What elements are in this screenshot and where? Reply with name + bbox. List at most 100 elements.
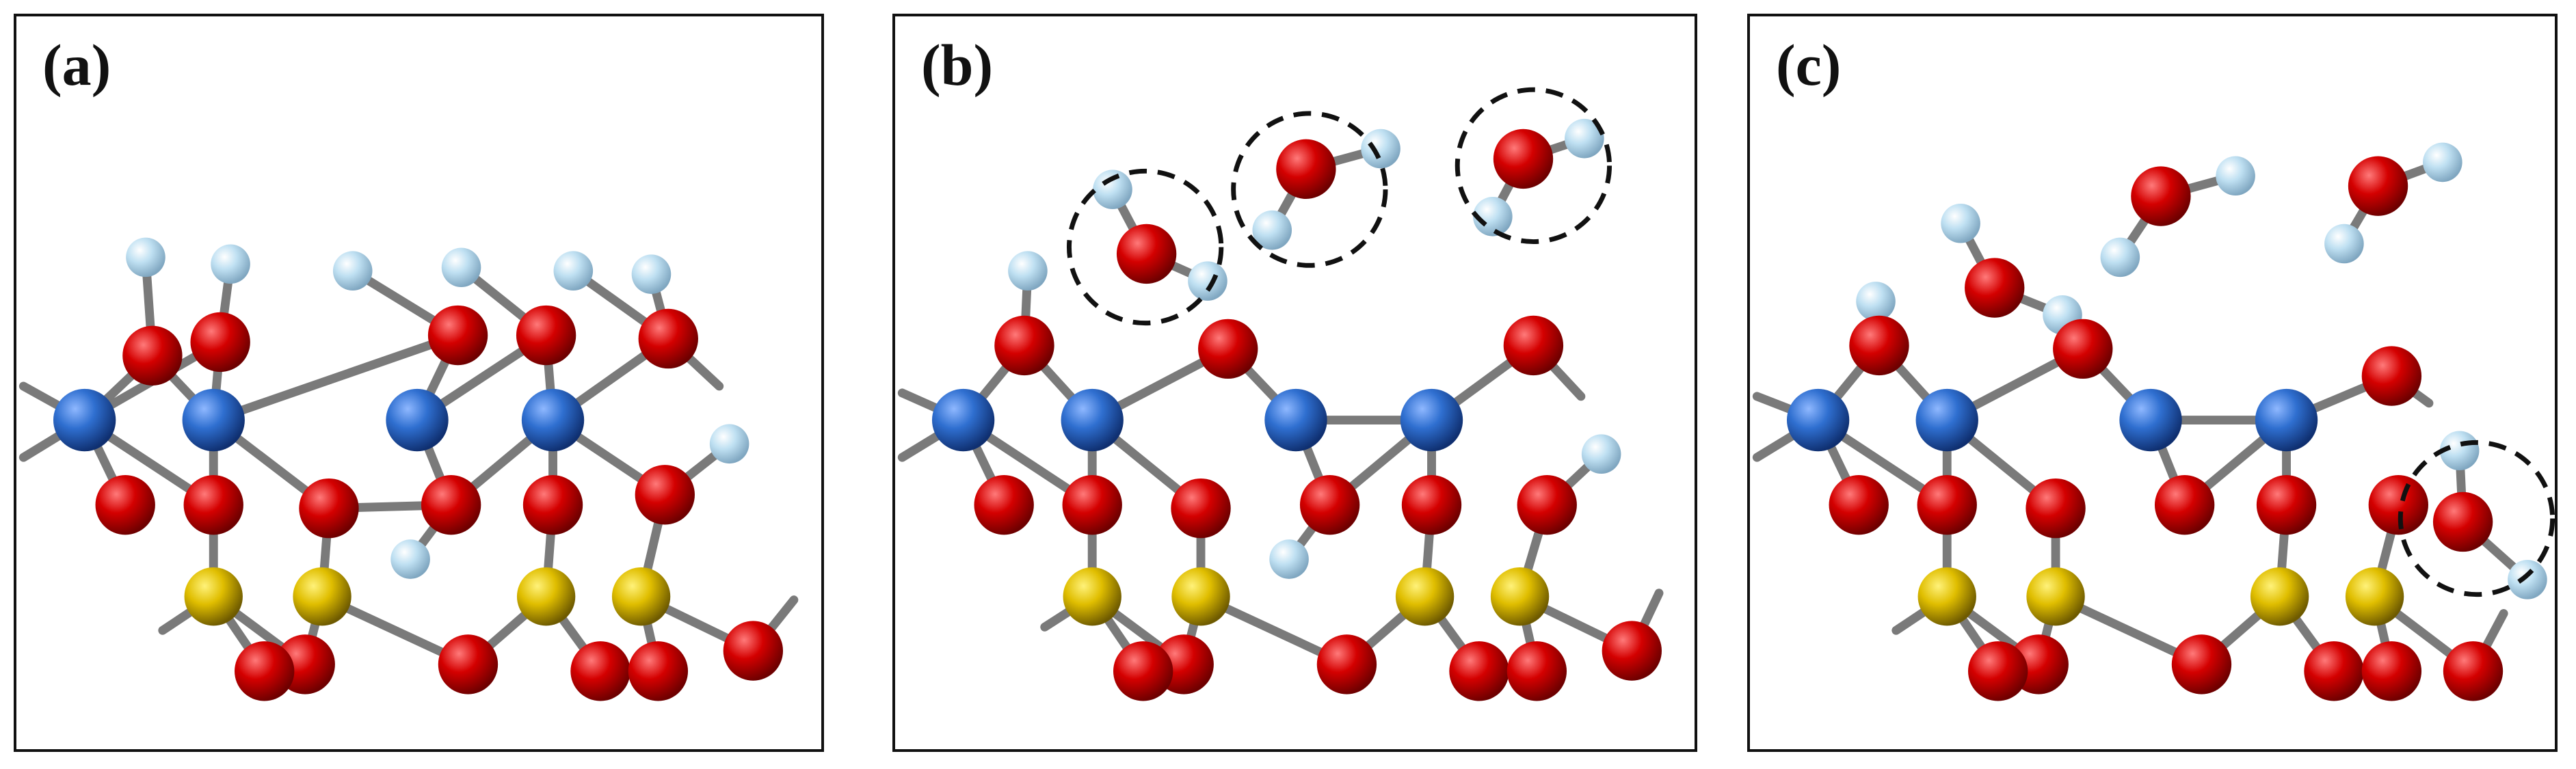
oxygen-atom <box>1276 139 1336 200</box>
water-highlight-circle <box>1231 111 1388 268</box>
oxygen-atom <box>190 312 250 373</box>
hydrogen-atom <box>2508 560 2547 599</box>
atoms-c <box>1786 142 2547 701</box>
oxygen-atom <box>183 474 243 535</box>
oxygen-atom <box>2256 474 2317 535</box>
aluminum-atom <box>1061 388 1124 452</box>
panel-label-c: (c) <box>1776 32 1842 98</box>
hydrogen-atom <box>1269 539 1309 579</box>
circles-c <box>2398 440 2555 597</box>
hydrogen-atom <box>1008 251 1048 291</box>
atoms-b <box>931 118 1662 701</box>
circles-b <box>1066 87 1612 326</box>
oxygen-atom <box>235 641 295 701</box>
panel-label-a: (a) <box>42 32 111 98</box>
hydrogen-atom <box>553 251 594 291</box>
oxygen-atom <box>516 305 576 366</box>
structure-c <box>1752 142 2555 701</box>
oxygen-atom <box>438 634 499 694</box>
silicon-atom <box>2250 567 2309 626</box>
hydrogen-atom <box>1581 434 1621 474</box>
hydrogen-atom <box>1565 118 1604 159</box>
silicon-atom <box>611 567 671 626</box>
water-highlight-circle <box>1455 87 1612 245</box>
oxygen-atom <box>974 474 1034 535</box>
bond-a <box>209 331 463 425</box>
water-highlight-circle <box>2398 440 2555 597</box>
oxygen-atom <box>723 621 784 681</box>
panel-a: (a) <box>14 14 824 752</box>
oxygen-atom <box>2443 641 2504 701</box>
hydrogen-atom <box>332 251 373 291</box>
water-highlight-circle <box>1066 168 1224 326</box>
hydrogen-atom <box>2423 142 2462 183</box>
oxygen-atom <box>1968 641 2028 701</box>
hydrogen-atom <box>709 424 749 464</box>
hydrogen-atom <box>1093 170 1132 209</box>
oxygen-atom <box>522 474 583 535</box>
oxygen-atom <box>1517 474 1577 535</box>
oxygen-atom <box>1299 474 1360 535</box>
silicon-atom <box>1395 567 1455 626</box>
oxygen-atom <box>1849 315 1909 376</box>
oxygen-atom <box>1602 621 1662 681</box>
hydrogen-atom <box>2216 156 2255 196</box>
oxygen-atom <box>1506 641 1567 701</box>
oxygen-atom <box>1171 478 1231 539</box>
hydrogen-atom <box>1473 197 1513 237</box>
oxygen-atom <box>2348 156 2408 216</box>
hydrogen-atom <box>1252 210 1292 250</box>
silicon-atom <box>2026 567 2085 626</box>
hydrogen-atom <box>631 254 672 294</box>
oxygen-atom <box>1965 258 2025 318</box>
silicon-atom <box>1917 567 1976 626</box>
oxygen-atom <box>1401 474 1462 535</box>
panel-c: (c) <box>1747 14 2558 752</box>
aluminum-atom <box>2255 388 2318 452</box>
aluminum-atom <box>2119 388 2182 452</box>
silicon-atom <box>184 567 243 626</box>
oxygen-atom <box>2361 641 2422 701</box>
oxygen-atom <box>1116 224 1177 284</box>
oxygen-atom <box>2131 166 2191 226</box>
oxygen-atom <box>2171 634 2232 694</box>
aluminum-atom <box>1264 388 1327 452</box>
oxygen-atom <box>427 305 488 366</box>
silicon-atom <box>293 567 351 626</box>
oxygen-atom <box>95 474 155 535</box>
aluminum-atom <box>521 388 585 452</box>
oxygen-atom <box>1503 315 1564 376</box>
hydrogen-atom <box>441 247 481 288</box>
structure-b <box>897 87 1664 701</box>
aluminum-atom <box>182 388 245 452</box>
silicon-atom <box>1063 567 1121 626</box>
silicon-atom <box>516 567 576 626</box>
oxygen-atom <box>1493 129 1554 189</box>
oxygen-atom <box>1829 474 1889 535</box>
silicon-atom <box>1171 567 1230 626</box>
hydrogen-atom <box>1941 203 1980 243</box>
oxygen-atom <box>2026 478 2086 539</box>
oxygen-atom <box>628 641 689 701</box>
aluminum-atom <box>1400 388 1463 452</box>
structure-a <box>18 237 799 701</box>
oxygen-atom <box>1316 634 1377 694</box>
oxygen-atom <box>421 474 481 535</box>
panel-label-b: (b) <box>921 32 994 98</box>
silicon-atom <box>1490 567 1550 626</box>
oxygen-atom <box>638 308 698 369</box>
oxygen-atom <box>122 325 183 386</box>
panel-b: (b) <box>892 14 1697 752</box>
oxygen-atom <box>1113 641 1173 701</box>
oxygen-atom <box>994 315 1054 376</box>
hydrogen-atom <box>1361 129 1400 169</box>
aluminum-atom <box>931 388 995 452</box>
hydrogen-atom <box>126 237 165 278</box>
aluminum-atom <box>1786 388 1850 452</box>
oxygen-atom <box>2154 474 2215 535</box>
oxygen-atom <box>2361 346 2422 406</box>
oxygen-atom <box>1917 474 1977 535</box>
hydrogen-atom <box>2324 224 2364 264</box>
oxygen-atom <box>2368 474 2428 535</box>
oxygen-atom <box>2304 641 2364 701</box>
